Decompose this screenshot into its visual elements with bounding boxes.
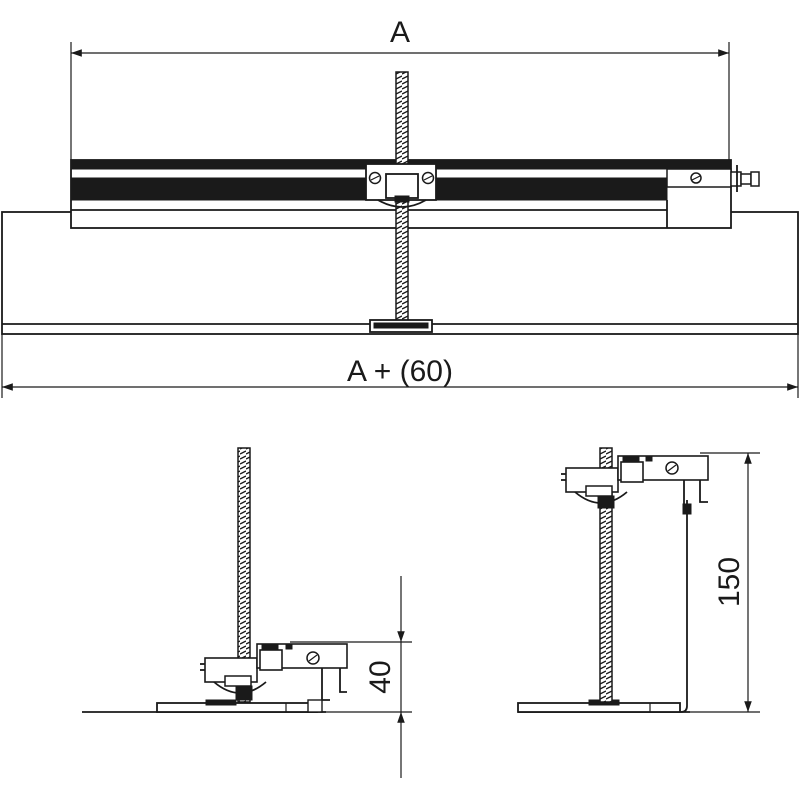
threaded-rod-right [599, 447, 613, 703]
dimension-40-label: 40 [364, 660, 397, 693]
dimension-40: 40 [290, 576, 412, 778]
clamp-assembly-right [561, 455, 709, 713]
threaded-rod-left [237, 447, 251, 703]
base-plate-right [517, 699, 681, 713]
dimension-150: 150 [690, 452, 760, 713]
base-plate-top [369, 319, 433, 333]
dimension-a-label: A [390, 16, 410, 49]
end-connector [690, 165, 760, 192]
dimension-overall: A + (60) [1, 334, 799, 398]
clamp-assembly-left [200, 643, 348, 713]
dimension-overall-label: A + (60) [347, 355, 453, 388]
base-plate-left [156, 699, 318, 713]
dimension-150-label: 150 [713, 557, 746, 607]
top-view: A [1, 16, 799, 398]
side-view-high: 150 [517, 447, 760, 713]
dimension-a: A [70, 16, 730, 165]
clamp-bracket-top [365, 163, 437, 208]
side-view-low: 40 [82, 447, 412, 778]
